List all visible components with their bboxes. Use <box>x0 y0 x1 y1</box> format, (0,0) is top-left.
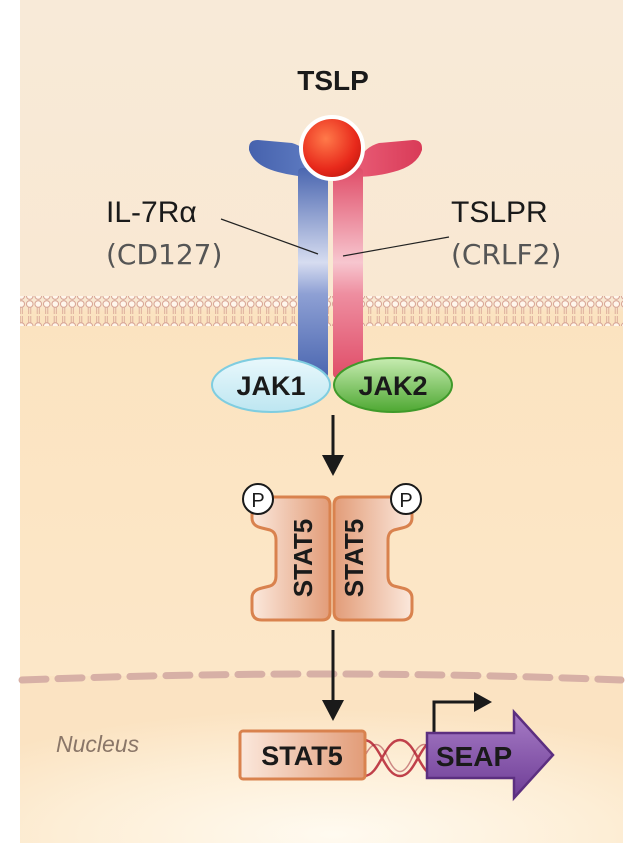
jak1-label: JAK1 <box>236 371 305 401</box>
seap-label: SEAP <box>436 741 512 772</box>
stat5-left-monomer <box>250 495 332 622</box>
stat5-nuclear-label: STAT5 <box>261 741 343 771</box>
stat5-nuclear-box <box>238 729 367 781</box>
jak2-kinase <box>333 357 453 413</box>
jak2-label: JAK2 <box>358 371 427 401</box>
receptor-tslpr <box>333 140 422 378</box>
tslp-label: TSLP <box>297 65 369 96</box>
transcription-start-arrow <box>432 692 492 733</box>
stat5-dimer: STAT5 STAT5 P P <box>242 483 422 622</box>
stat5-right-label: STAT5 <box>339 519 369 597</box>
arrow-jak-to-stat <box>322 415 344 476</box>
nuclear-envelope <box>18 670 625 684</box>
phospho-left-icon <box>242 483 274 515</box>
il7ra-alias: (CD127) <box>106 238 222 271</box>
phospho-left-label: P <box>251 490 264 512</box>
il7ra-name: IL-7Rα <box>106 196 197 229</box>
phospho-right-icon <box>390 483 422 515</box>
arrow-stat-to-nucleus <box>322 630 344 721</box>
phospho-right-label: P <box>399 490 412 512</box>
stat5-right-monomer <box>332 495 414 622</box>
stat5-left-label: STAT5 <box>288 519 318 597</box>
seap-reporter-gene <box>425 708 555 802</box>
tslpr-name: TSLPR <box>451 196 548 229</box>
tslpr-pointer-line <box>342 236 450 257</box>
jak1-kinase <box>211 357 331 413</box>
tslpr-alias: (CRLF2) <box>451 238 561 271</box>
tslp-ligand <box>299 115 365 181</box>
nucleus-label: Nucleus <box>56 731 140 757</box>
il7ra-pointer-line <box>220 218 319 255</box>
dna-helix <box>363 738 437 778</box>
